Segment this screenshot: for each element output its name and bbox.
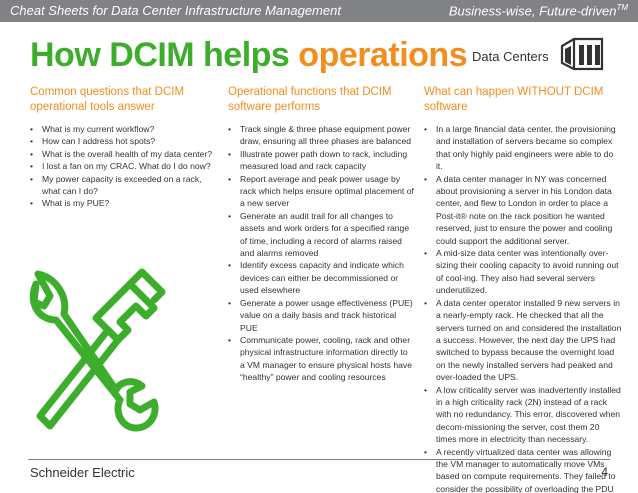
common-questions-list: What is my current workflow? How can I a… <box>30 123 220 210</box>
list-item: A recently virtualized data center was a… <box>424 446 622 493</box>
list-item: Track single & three phase equipment pow… <box>228 123 414 148</box>
wrench-and-hammer-icon <box>29 268 166 432</box>
subject-label: Data Centers <box>472 49 549 64</box>
without-dcim-list: In a large financial data center, the pr… <box>424 123 622 493</box>
page-number: 4 <box>601 465 608 479</box>
list-item: A data center operator installed 9 new s… <box>424 297 622 384</box>
list-item: A data center manager in NY was concerne… <box>424 173 622 247</box>
header-tagline-text: Business-wise, Future-driven <box>448 3 617 19</box>
page-title: How DCIM helps operations <box>30 36 468 75</box>
header-series-title: Cheat Sheets for Data Center Infrastruct… <box>10 3 341 18</box>
header-bar: Cheat Sheets for Data Center Infrastruct… <box>0 0 638 22</box>
list-item: Identify excess capacity and indicate wh… <box>228 259 414 296</box>
list-item: How can I address hot spots? <box>30 135 220 148</box>
footer-divider <box>28 459 610 460</box>
list-item: A mid-size data center was intentionally… <box>424 247 622 297</box>
operational-functions-list: Track single & three phase equipment pow… <box>228 123 414 384</box>
list-item: Communicate power, cooling, rack and oth… <box>228 334 414 384</box>
list-item: Illustrate power path down to rack, incl… <box>228 148 414 173</box>
list-item: Generate a power usage effectiveness (PU… <box>228 297 414 334</box>
list-item: Report average and peak power usage by r… <box>228 173 414 210</box>
list-item: What is the overall health of my data ce… <box>30 148 220 161</box>
list-item: What is my PUE? <box>30 197 220 210</box>
list-item: Generate an audit trail for all changes … <box>228 210 414 260</box>
list-item: My power capacity is exceeded on a rack,… <box>30 173 220 198</box>
page-title-main: How DCIM helps <box>30 36 299 74</box>
list-item: A low criticality server was inadvertent… <box>424 384 622 446</box>
list-item: In a large financial data center, the pr… <box>424 123 622 173</box>
column-1-heading: Common questions that DCIM operational t… <box>30 86 185 113</box>
trademark-mark: TM <box>616 3 628 12</box>
column-2-heading: Operational functions that DCIM software… <box>228 86 392 113</box>
data-center-building-icon <box>560 37 604 71</box>
footer-company-name: Schneider Electric <box>30 465 135 480</box>
list-item: I lost a fan on my CRAC. What do I do no… <box>30 160 220 173</box>
header-tagline: Business-wise, Future-drivenTM <box>449 3 628 18</box>
column-3-heading: What can happen WITHOUT DCIM software <box>424 86 604 113</box>
list-item: What is my current workflow? <box>30 123 220 136</box>
page-title-highlight: operations <box>298 36 468 74</box>
